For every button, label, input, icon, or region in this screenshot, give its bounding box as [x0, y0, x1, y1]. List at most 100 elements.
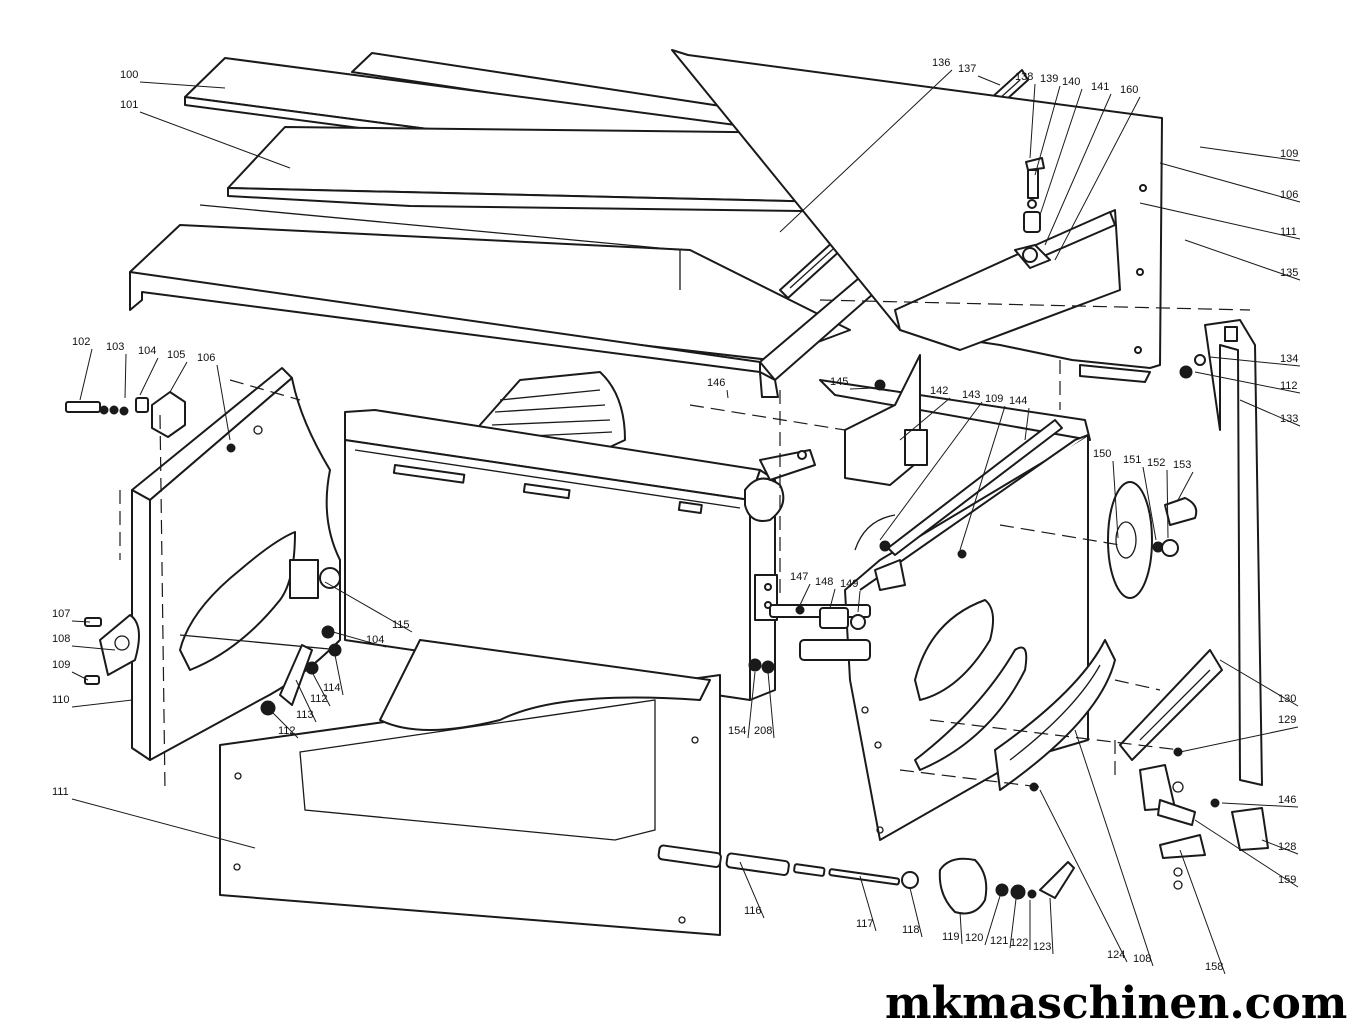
leader-129 [1179, 726, 1299, 753]
leader-114 [334, 654, 344, 696]
leader-120 [984, 895, 1001, 946]
callout-112: 112 [278, 725, 296, 737]
callout-118: 118 [902, 924, 920, 936]
right-upright-133 [1179, 319, 1263, 786]
leader-111 [71, 798, 256, 849]
watermark-text: mkmaschinen.com [885, 978, 1347, 1025]
callout-147: 147 [790, 571, 808, 583]
callout-104: 104 [366, 634, 384, 646]
callout-112: 112 [1280, 380, 1298, 392]
callout-129: 129 [1278, 714, 1296, 726]
leader-208 [767, 671, 775, 739]
adjustment-shaft [657, 844, 1075, 915]
leader-lines [71, 69, 1301, 975]
callout-146: 146 [1278, 794, 1296, 806]
callout-154: 154 [728, 725, 746, 737]
callout-108: 108 [1133, 953, 1151, 965]
callout-153: 153 [1173, 459, 1191, 471]
leader-100 [139, 81, 226, 89]
callout-110: 110 [52, 694, 70, 706]
leader-154 [747, 671, 756, 739]
rail-144 [879, 419, 1063, 559]
leader-152 [1166, 469, 1169, 539]
leader-106 [216, 364, 231, 441]
callout-150: 150 [1093, 448, 1111, 460]
callout-115: 115 [392, 619, 410, 631]
callout-149: 149 [840, 578, 858, 590]
leader-101 [139, 111, 291, 169]
leader-151 [1142, 466, 1157, 541]
leader-109 [71, 671, 89, 681]
callout-145: 145 [830, 376, 848, 388]
callout-160: 160 [1120, 84, 1138, 96]
leader-139 [1034, 85, 1061, 176]
leader-103 [124, 353, 127, 399]
callout-140: 140 [1062, 76, 1080, 88]
leader-160 [1054, 96, 1141, 261]
callout-134: 134 [1280, 353, 1298, 365]
callout-107: 107 [52, 608, 70, 620]
callout-151: 151 [1123, 454, 1141, 466]
leader-104 [139, 357, 159, 396]
callout-116: 116 [744, 905, 762, 917]
leader-140 [1039, 88, 1083, 216]
callout-141: 141 [1091, 81, 1109, 93]
callout-128: 128 [1278, 841, 1296, 853]
callout-152: 152 [1147, 457, 1165, 469]
callout-136: 136 [932, 57, 950, 69]
callout-139: 139 [1040, 73, 1058, 85]
callout-105: 105 [167, 349, 185, 361]
leader-130 [1219, 659, 1299, 707]
leader-142 [899, 397, 951, 441]
lever-bracket [260, 625, 342, 716]
callout-109: 109 [1280, 148, 1298, 160]
callout-130: 130 [1278, 693, 1296, 705]
leader-112 [269, 709, 299, 739]
callout-120: 120 [965, 932, 983, 944]
callout-142: 142 [930, 385, 948, 397]
right-rear-frame [671, 49, 1163, 383]
leader-121 [1009, 898, 1017, 949]
leader-105 [169, 361, 188, 393]
callout-100: 100 [120, 69, 138, 81]
leader-133 [1239, 399, 1301, 427]
leader-124 [1039, 789, 1128, 963]
leader-113 [295, 679, 317, 723]
leader-144 [1024, 407, 1030, 441]
leader-153 [1177, 471, 1194, 501]
leader-108 [71, 645, 116, 651]
callout-146: 146 [707, 377, 725, 389]
front-blade-guard [344, 409, 816, 701]
callout-121: 121 [990, 935, 1008, 947]
leader-110 [71, 699, 133, 708]
callout-114: 114 [323, 682, 341, 694]
leader-134 [1209, 356, 1301, 367]
leader-107 [71, 620, 91, 623]
callout-104: 104 [138, 345, 156, 357]
leader-138 [1029, 83, 1036, 159]
callout-113: 113 [296, 709, 314, 721]
leader-147 [799, 583, 811, 606]
callout-109: 109 [985, 393, 1003, 405]
leader-145 [849, 387, 876, 390]
leader-146 [1221, 802, 1299, 808]
callout-109: 109 [52, 659, 70, 671]
leader-116 [739, 861, 765, 919]
callout-158: 158 [1205, 961, 1223, 973]
leader-106 [1159, 162, 1301, 203]
callout-144: 144 [1009, 395, 1027, 407]
callout-123: 123 [1033, 941, 1051, 953]
leader-108 [1074, 729, 1154, 967]
tilt-segments [994, 639, 1223, 792]
callout-133: 133 [1280, 413, 1298, 425]
leader-112 [1194, 371, 1301, 394]
callout-112: 112 [310, 693, 328, 705]
callout-148: 148 [815, 576, 833, 588]
leader-119 [959, 911, 963, 945]
construction-lines [119, 299, 1251, 791]
leader-102 [79, 348, 93, 401]
leader-118 [909, 887, 923, 938]
callout-122: 122 [1010, 937, 1028, 949]
